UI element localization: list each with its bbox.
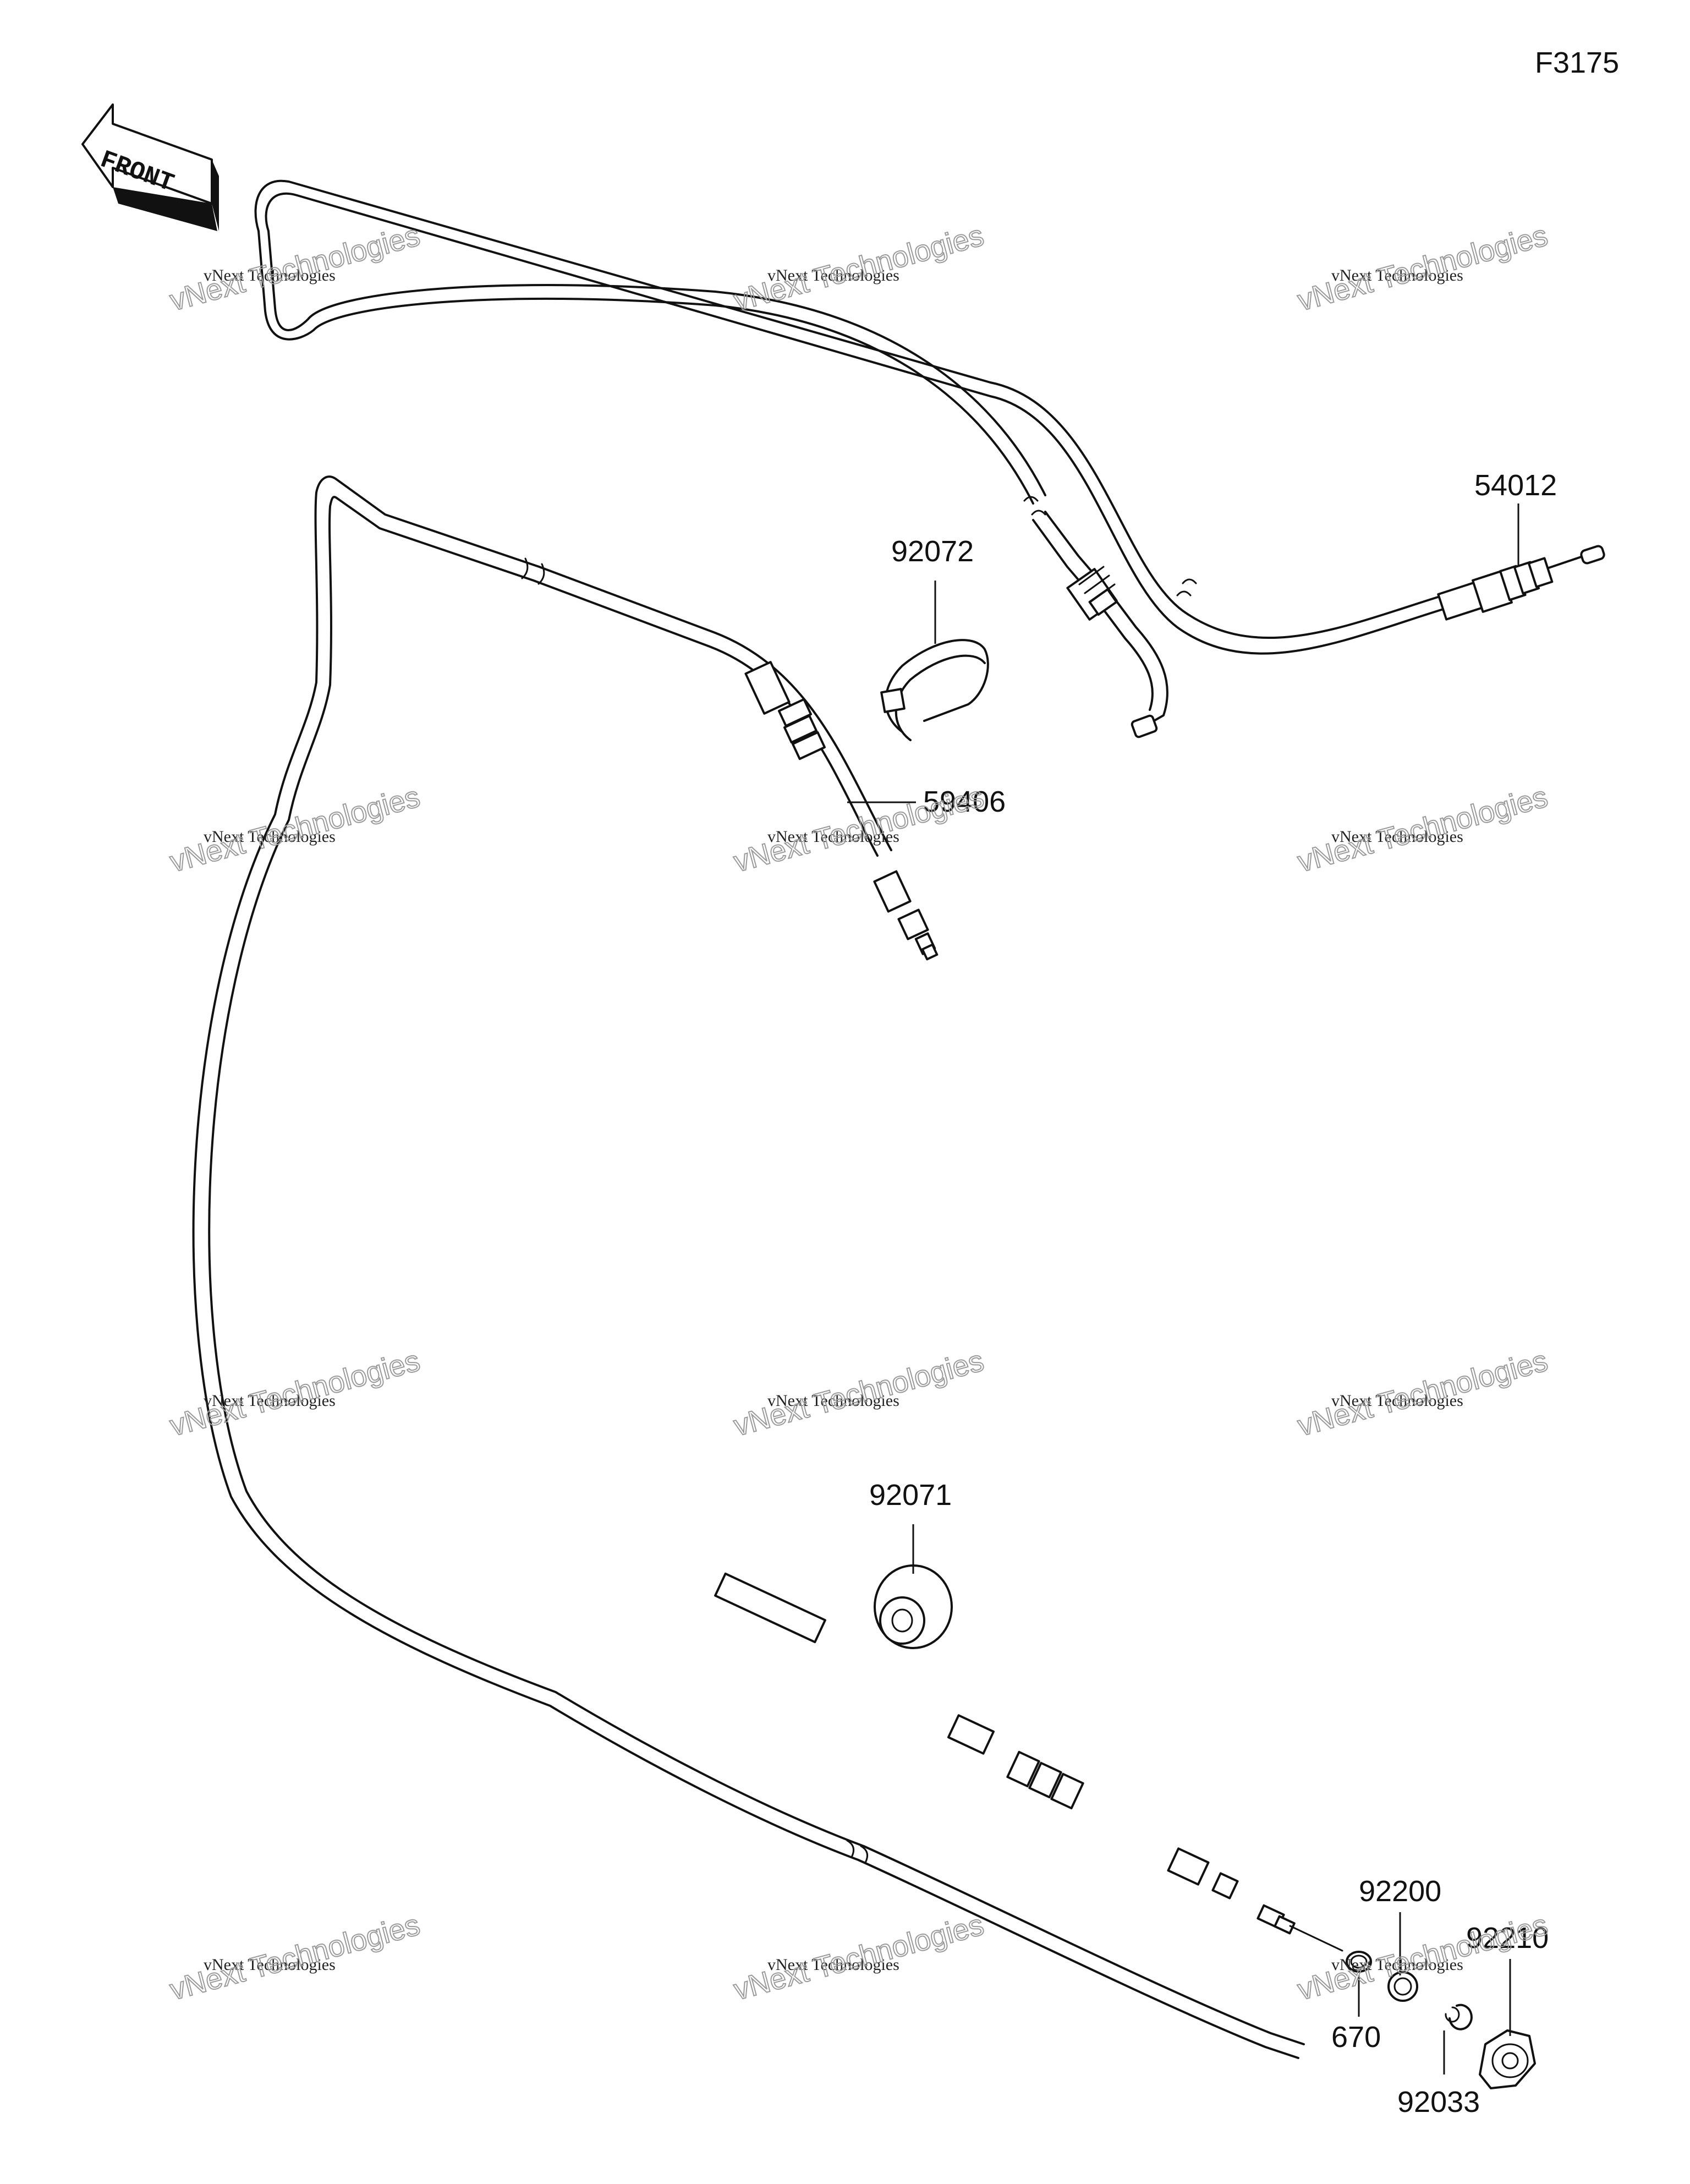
watermark: vNext Technologies vNext Technologies [166,1908,424,2007]
watermark: vNext Technologies vNext Technologies [730,1908,988,2007]
throttle-cable-end-connector [1131,714,1158,738]
front-arrow-icon: FRONT [81,103,219,231]
svg-text:vNext Technologies: vNext Technologies [1331,266,1463,284]
throttle-cable-adjuster [1066,566,1118,621]
label-92200[interactable]: 92200 [1359,1875,1441,1908]
throttle-cable-housing-end [1437,545,1605,621]
watermark: vNext Technologies vNext Technologies [730,1344,988,1443]
label-92210[interactable]: 92210 [1466,1922,1549,1955]
watermark-grid: vNext Technologies vNext Technologies vN… [166,218,1552,2007]
svg-text:vNext Technologies: vNext Technologies [1331,1392,1463,1410]
svg-text:vNext Technologies: vNext Technologies [204,828,336,846]
watermark: vNext Technologies vNext Technologies [166,1344,424,1443]
circlip-92033 [1445,2004,1473,2030]
svg-text:vNext Technologies: vNext Technologies [767,828,899,846]
diagram-code: F3175 [1535,46,1619,79]
svg-text:vNext Technologies: vNext Technologies [767,266,899,284]
label-92033[interactable]: 92033 [1397,2086,1480,2119]
nut-92210 [1479,2029,1536,2089]
washer-92200 [1387,1971,1418,2002]
label-54012[interactable]: 54012 [1474,469,1557,502]
svg-text:vNext Technologies: vNext Technologies [767,1956,899,1974]
watermark: vNext Technologies vNext Technologies [730,218,988,318]
watermark: vNext Technologies vNext Technologies [1294,218,1552,318]
clamp-band-92072 [880,639,989,741]
svg-text:vNext Technologies: vNext Technologies [204,266,336,284]
svg-text:vNext Technologies: vNext Technologies [204,1956,336,1974]
svg-text:vNext Technologies: vNext Technologies [204,1392,336,1410]
throttle-cable [254,179,1448,738]
watermark: vNext Technologies vNext Technologies [166,218,424,318]
label-92071[interactable]: 92071 [869,1479,952,1512]
grommet-92071 [874,1564,953,1649]
watermark: vNext Technologies vNext Technologies [1294,1908,1552,2007]
cable-59406 [192,475,1343,2059]
label-92072[interactable]: 92072 [891,535,974,568]
svg-text:vNext Technologies: vNext Technologies [1331,1956,1463,1974]
svg-text:vNext Technologies: vNext Technologies [1331,828,1463,846]
label-59406[interactable]: 59406 [923,785,1006,818]
o-ring-670 [1346,1951,1372,1973]
leader-lines [847,503,1519,2074]
watermark: vNext Technologies vNext Technologies [1294,780,1552,879]
svg-text:vNext Technologies: vNext Technologies [767,1392,899,1410]
watermark: vNext Technologies vNext Technologies [730,780,988,879]
watermark: vNext Technologies vNext Technologies [1294,1344,1552,1443]
label-670[interactable]: 670 [1331,2021,1381,2054]
